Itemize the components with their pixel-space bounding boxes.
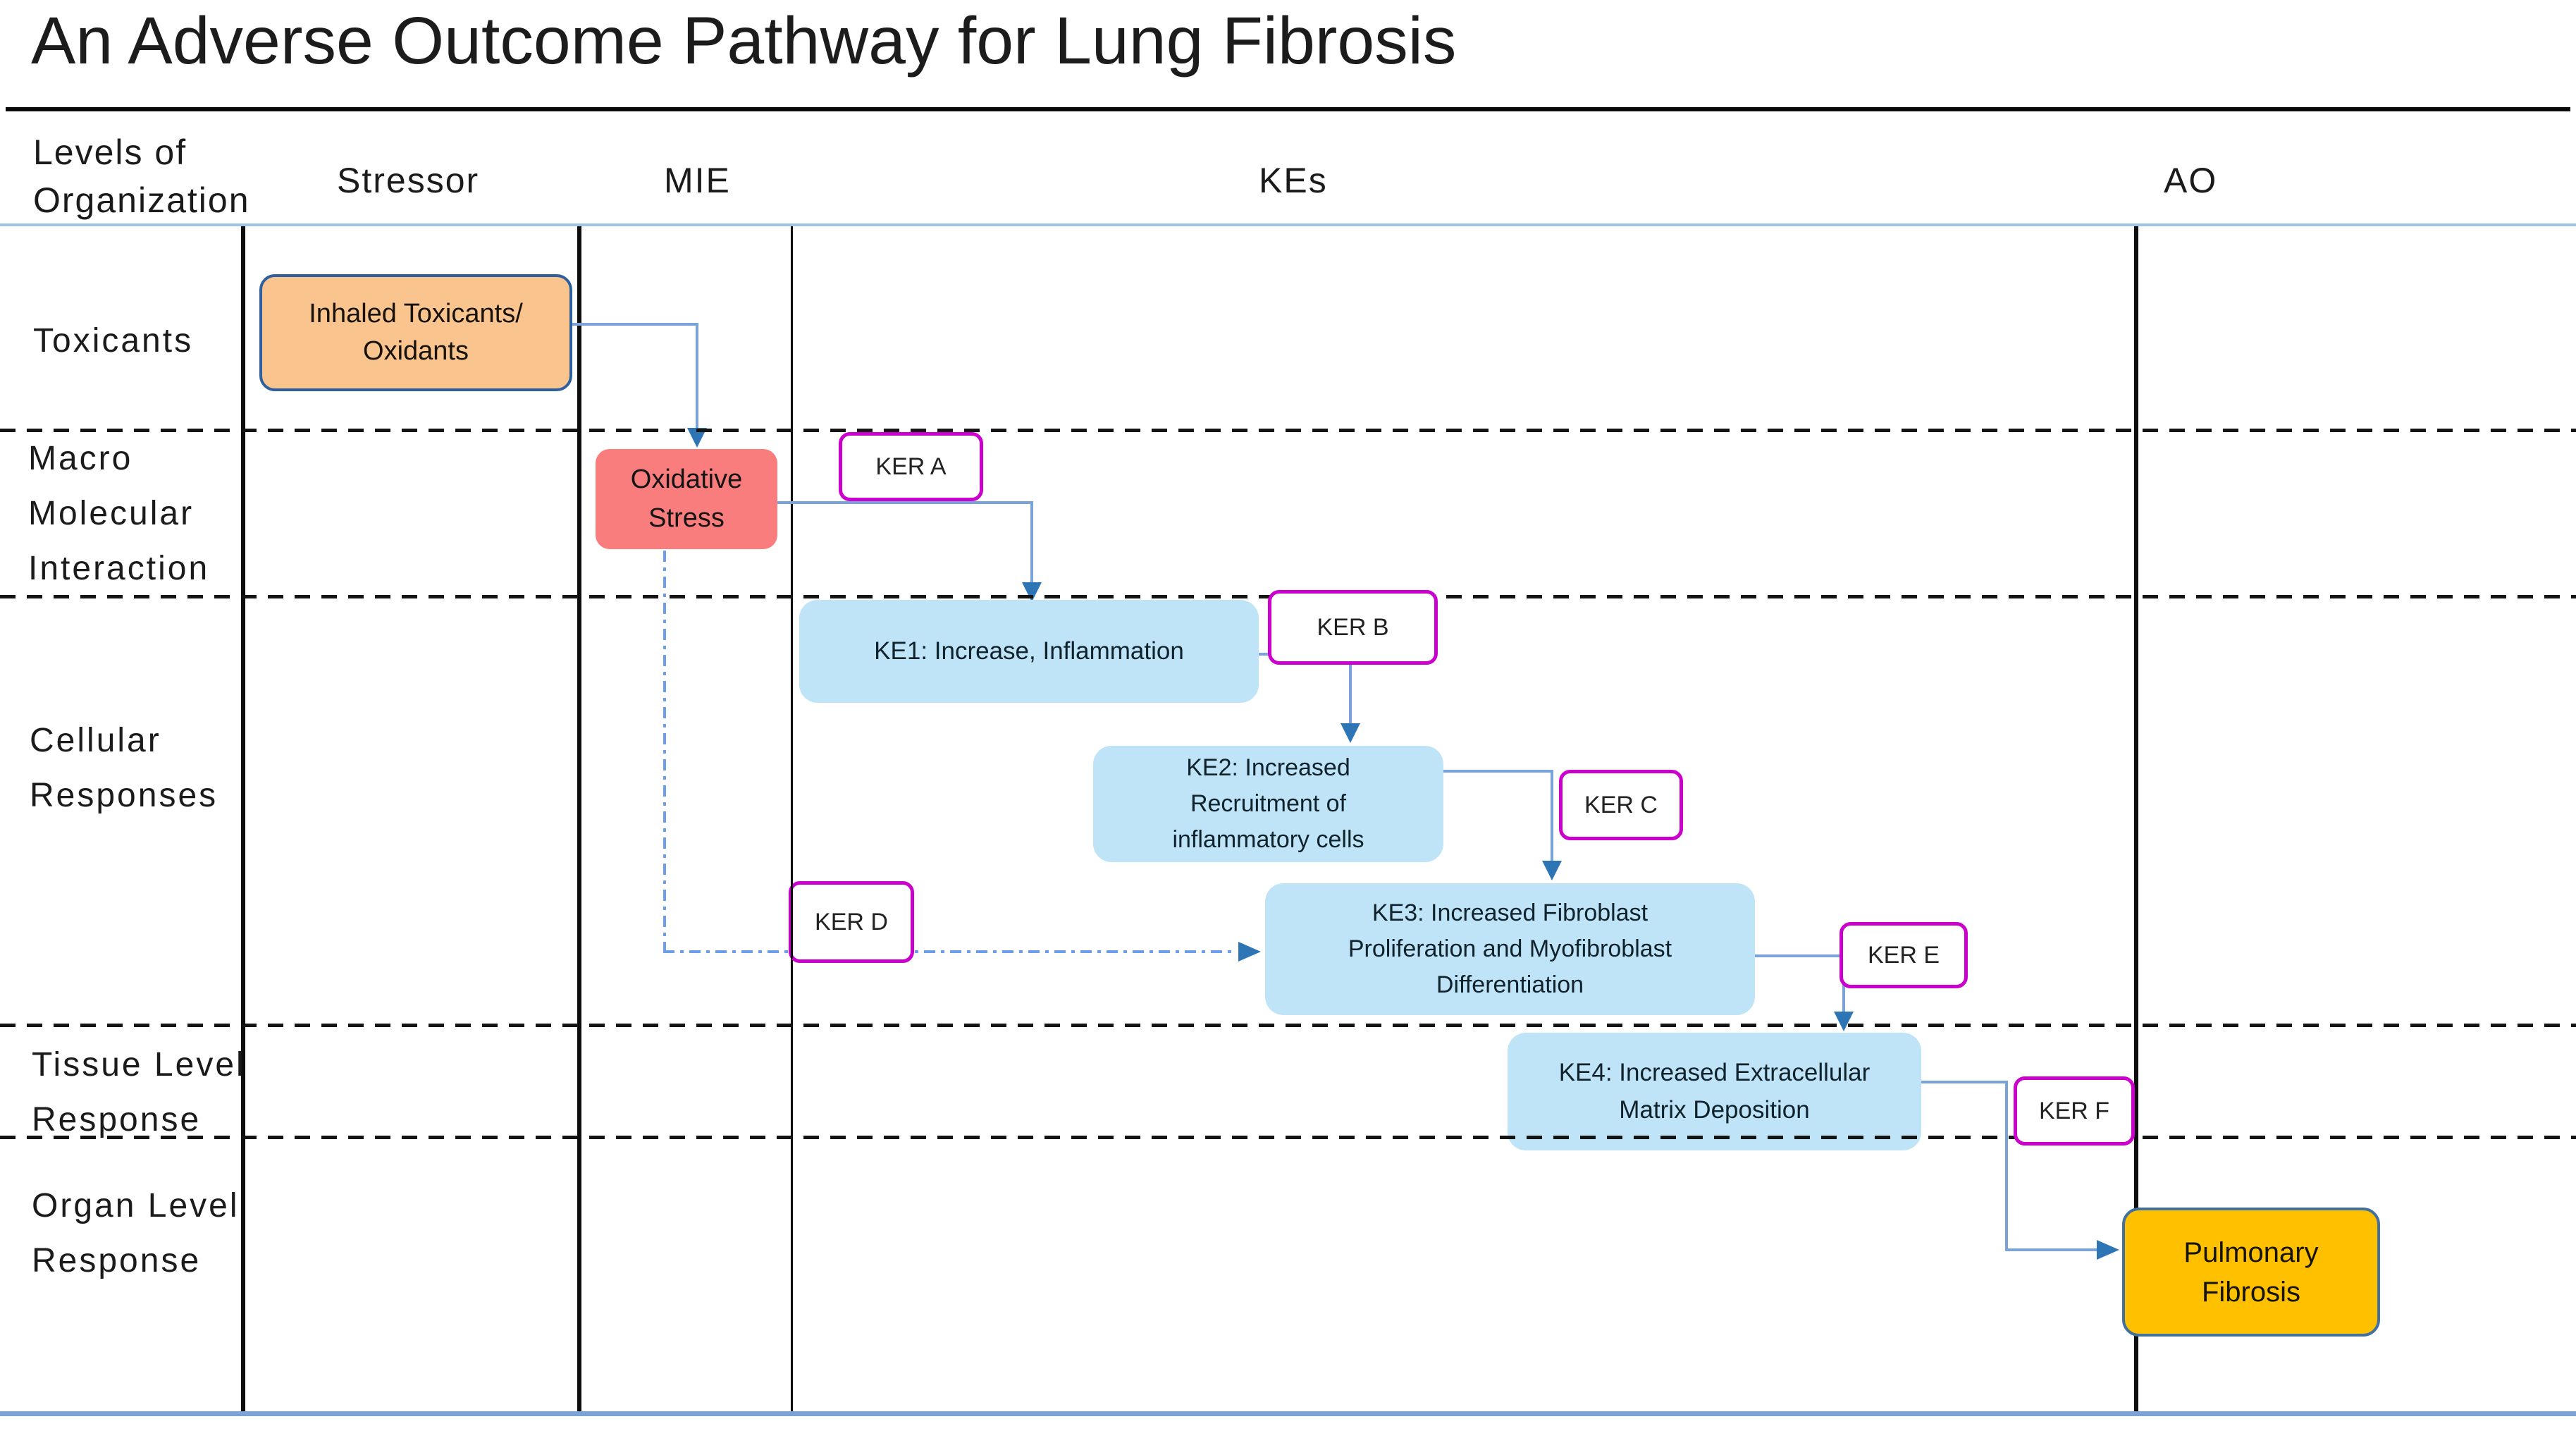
arrowhead-into-ke3-top xyxy=(1542,861,1562,880)
node-pulmonary-fibrosis: Pulmonary Fibrosis xyxy=(2122,1208,2380,1337)
ker-f-badge: KER F xyxy=(2014,1076,2135,1146)
node-ke2: KE2: Increased Recruitment of inflammato… xyxy=(1093,746,1443,862)
header-rule xyxy=(0,223,2576,226)
title-rule xyxy=(6,107,2570,111)
column-header-ao: AO xyxy=(2164,161,2218,200)
node-ke4: KE4: Increased Extracellular Matrix Depo… xyxy=(1508,1033,1921,1150)
column-divider-1 xyxy=(241,226,245,1413)
arrowhead-into-ke3-left xyxy=(1238,942,1261,962)
connector-mie-ke1-h xyxy=(777,501,1033,504)
column-header-kes: KEs xyxy=(1259,161,1328,200)
connector-ke3-ke4-h xyxy=(1755,954,1845,957)
ker-e-badge: KER E xyxy=(1839,922,1968,988)
node-oxidative-stress: Oxidative Stress xyxy=(596,449,777,549)
row-divider-tissue-organ xyxy=(0,1136,2576,1139)
connector-ke1-ke2-v xyxy=(1349,653,1352,725)
row-label-cellular-responses: Cellular Responses xyxy=(30,722,218,814)
column-header-stressor: Stressor xyxy=(337,161,480,200)
connector-stressor-mie-v xyxy=(696,323,698,429)
arrowhead-into-ke2 xyxy=(1341,723,1360,743)
ker-c-badge: KER C xyxy=(1559,770,1683,840)
ker-d-badge: KER D xyxy=(789,881,914,963)
page-title: An Adverse Outcome Pathway for Lung Fibr… xyxy=(31,4,1457,78)
column-header-mie: MIE xyxy=(664,161,731,200)
connector-mie-ke3-dashdot-v xyxy=(663,551,666,952)
connector-mie-ke1-v xyxy=(1030,501,1033,584)
ker-b-badge: KER B xyxy=(1268,590,1438,665)
connector-ke4-ao-h2 xyxy=(2005,1248,2098,1251)
connector-ke4-ao-h1 xyxy=(1921,1081,2008,1083)
levels-of-organization-label: Levels of Organization xyxy=(33,133,250,220)
connector-mie-ke3-dashdot-h xyxy=(663,950,1237,953)
bottom-rule xyxy=(0,1411,2576,1416)
arrowhead-into-pulmonary-fibrosis xyxy=(2097,1240,2119,1260)
row-label-macro-molecular-interaction: Macro Molecular Interaction xyxy=(28,440,210,587)
row-label-tissue-level-response: Tissue Level Response xyxy=(32,1046,246,1138)
node-inhaled-toxicants: Inhaled Toxicants/ Oxidants xyxy=(259,274,572,391)
column-divider-4 xyxy=(2134,226,2138,1413)
ker-a-badge: KER A xyxy=(839,432,983,501)
row-label-toxicants: Toxicants xyxy=(33,322,194,360)
connector-ke4-ao-v xyxy=(2005,1081,2008,1251)
arrowhead-into-ke4 xyxy=(1834,1012,1854,1031)
column-divider-through-ker-d xyxy=(791,881,793,959)
column-divider-3 xyxy=(791,226,793,1413)
row-label-organ-level-response: Organ Level Response xyxy=(32,1187,240,1279)
connector-ke2-ke3-h xyxy=(1443,770,1553,773)
arrowhead-into-ke1 xyxy=(1022,582,1042,602)
row-divider-cellular-tissue xyxy=(0,1024,2576,1027)
node-ke1: KE1: Increase, Inflammation xyxy=(799,600,1259,703)
row-divider-toxicants-macro xyxy=(0,429,2576,432)
column-divider-2 xyxy=(577,226,581,1413)
connector-ke2-ke3-v xyxy=(1551,770,1553,862)
node-ke3: KE3: Increased Fibroblast Proliferation … xyxy=(1265,883,1755,1015)
connector-stressor-mie-h xyxy=(564,323,698,326)
